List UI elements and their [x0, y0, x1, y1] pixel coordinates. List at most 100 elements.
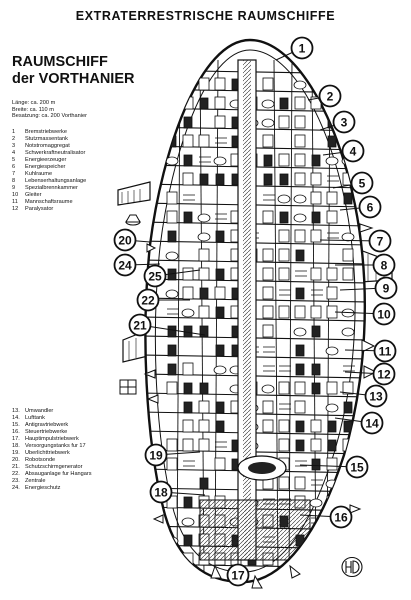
legend-item-label: Zentrale [25, 478, 46, 484]
callout-circle [290, 36, 314, 60]
callout-circle [149, 480, 173, 504]
legend-item-label: Uberlichttriebwerk [25, 450, 70, 456]
callout-circle [143, 264, 167, 288]
callout-circle [341, 139, 365, 163]
legend-item: 15.Antigravtriebwerk [12, 422, 92, 429]
legend-item-label: Gleiter [25, 192, 42, 198]
robot-probe [125, 214, 141, 226]
legend-item-label: Absauganlage fur Hangars [25, 471, 92, 477]
legend-item: 21. Schutzschirmgenerator [12, 464, 92, 471]
callout-circle [345, 455, 369, 479]
callout-circle [226, 563, 250, 587]
artist-signature-mark [341, 556, 363, 578]
callout-number: 13 [369, 390, 383, 404]
legend-item-number: 14. [12, 415, 20, 421]
ship-title-line2: der VORTHANIER [12, 71, 135, 87]
legend-item: 18.Versorgungstanks fur 17 [12, 443, 92, 450]
callout-number: 7 [377, 235, 384, 249]
legend-item: 23.Zentrale [12, 478, 92, 485]
callout-number: 19 [149, 449, 163, 463]
legend-item-label: Energiespeicher [25, 164, 66, 170]
legend-item: 24. Energieschutz [12, 485, 92, 492]
legend-item-label: Notstromaggregat [25, 143, 70, 149]
legend-item: 20.Robotsonde [12, 457, 92, 464]
legend-item: 3 Notstromaggregat [12, 143, 86, 150]
callout-circle [372, 253, 396, 277]
callout-number: 12 [377, 368, 391, 382]
callout-circle [368, 229, 392, 253]
callout-circle [373, 339, 397, 363]
legend-item-number: 20. [12, 457, 20, 463]
legend-item-number: 13. [12, 408, 20, 414]
legend-item-number: 3 [12, 143, 16, 149]
callout-circle [360, 411, 384, 435]
callout-number: 14 [365, 417, 379, 431]
legend-item-label: Versorgungstanks fur 17 [25, 443, 86, 449]
legend-item-label: Schwerkraftneutralisator [25, 150, 86, 156]
legend-item: 6 Energiespeicher [12, 164, 86, 171]
legend-item-number: 11 [12, 199, 18, 205]
callout-number: 25 [148, 270, 162, 284]
engine-nozzles [210, 564, 301, 589]
callout-number: 16 [334, 511, 348, 525]
page-title: EXTRATERRESTRISCHE RAUMSCHIFFE [75, 9, 336, 23]
legend-item-number: 22. [12, 471, 20, 477]
callout-circle [350, 171, 374, 195]
spec-crew: Besatzung: ca. 200 Vorthanier [12, 113, 87, 120]
legend-item-label: Umwandler [25, 408, 54, 414]
callout-number: 8 [381, 259, 388, 273]
specs-block: Länge: ca. 200 m Breite: ca. 110 m Besat… [12, 100, 87, 120]
legend-item-number: 4 [12, 150, 16, 156]
callout-circle [128, 313, 152, 337]
legend-item-label: Kuhlraume [25, 171, 53, 177]
legend-item-label: Energieschutz [25, 485, 61, 491]
ship-title: RAUMSCHIFF der VORTHANIER [12, 54, 134, 88]
legend-item-label: Paralysator [25, 206, 54, 212]
callout-number: 18 [154, 486, 168, 500]
callout-number: 11 [379, 345, 392, 359]
ship-title-line1: RAUMSCHIFF [12, 54, 108, 70]
steering-thrusters-left [143, 369, 164, 524]
legend-item: 17.Hauptimpulstriebwerk [12, 436, 92, 443]
callout-circle [358, 195, 382, 219]
callout-circle [372, 302, 396, 326]
legend-item-number: 19. [12, 450, 20, 456]
callout-number: 20 [118, 234, 132, 248]
callout-number: 1 [299, 42, 306, 56]
legend-item-number: 21. [12, 464, 20, 470]
legend-item: 11 Mannschaftsraume [12, 199, 86, 206]
legend-item-number: 12 [12, 206, 19, 212]
callout-circle [332, 110, 356, 134]
steering-thrusters-right [349, 223, 378, 514]
legend-item-number: 17. [12, 436, 20, 442]
callout-number: 6 [367, 201, 374, 215]
sensor-window [119, 379, 137, 395]
callout-number: 10 [377, 308, 391, 322]
legend-item-label: Lebenserhaltungsanlage [25, 178, 87, 184]
callout-circle [113, 253, 137, 277]
legend-item: 13. Umwandler [12, 408, 92, 415]
callout-number: 9 [383, 282, 390, 296]
legend-item-number: 2 [12, 136, 16, 142]
legend-item-number: 15. [12, 422, 20, 428]
legend-item: 19. Uberlichttriebwerk [12, 450, 92, 457]
legend-item-label: Schutzschirmgenerator [25, 464, 83, 470]
callout-number: 17 [231, 569, 245, 583]
callout-circle [113, 228, 137, 252]
legend-item-label: Bremstriebwerke [25, 129, 67, 135]
callout-number: 15 [350, 461, 364, 475]
legend-item-number: 24. [12, 485, 20, 491]
legend-item-number: 6 [12, 164, 16, 170]
left-fin-upper [117, 181, 151, 206]
callout-number: 21 [133, 319, 147, 333]
legend-item-label: Lufttank [25, 415, 45, 421]
legend-item-number: 16. [12, 429, 20, 435]
legend-item-label: Mannschaftsraume [25, 199, 73, 205]
